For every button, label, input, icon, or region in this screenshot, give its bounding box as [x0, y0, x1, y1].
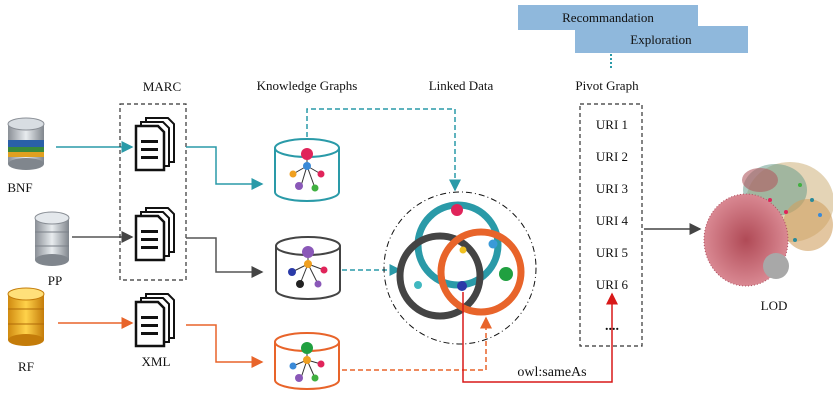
- pivot-uri-item: URI 1: [596, 117, 628, 132]
- heading-pivot-graph: Pivot Graph: [575, 78, 639, 93]
- marc-group-box: [119, 103, 187, 281]
- source-pp-label: PP: [48, 273, 62, 288]
- pivot-uri-item: URI 5: [596, 245, 628, 260]
- pivot-ellipsis: ....: [605, 319, 619, 334]
- pivot-uri-item: URI 4: [596, 213, 629, 228]
- lod-label: LOD: [761, 298, 788, 313]
- database-icon: [7, 287, 45, 346]
- exploration-label: Exploration: [630, 32, 692, 47]
- arrow-marc-kg2: [186, 237, 264, 278]
- graph-cylinder-icon: [275, 236, 341, 300]
- pivot-uri-item: URI 3: [596, 181, 628, 196]
- database-icon: [7, 117, 45, 170]
- pivot-uri-item: URI 2: [596, 149, 628, 164]
- document-stack-icon: [134, 207, 175, 262]
- graph-cylinder-icon: [274, 332, 340, 390]
- arrow-kg1-linked: [306, 108, 461, 192]
- document-stack-icon: [134, 117, 175, 172]
- recommendation-label: Recommandation: [562, 10, 654, 25]
- lod-cloud-icon: [703, 162, 833, 287]
- source-bnf-label: BNF: [7, 180, 32, 195]
- database-icon: [34, 211, 70, 266]
- heading-knowledge-graphs: Knowledge Graphs: [257, 78, 358, 93]
- document-stack-icon: [134, 293, 175, 348]
- arrow-xml-kg3: [186, 324, 264, 368]
- recommendation-box: [518, 5, 698, 30]
- format-xml-label: XML: [142, 354, 171, 369]
- owl-sameas-connector: [462, 292, 618, 383]
- pivot-uri-item: URI 6: [596, 277, 629, 292]
- owl-sameas-label: owl:sameAs: [517, 365, 586, 380]
- arrow-kg3-linked: [342, 316, 492, 371]
- exploration-box: [575, 26, 748, 53]
- arrow-marc-kg1: [186, 146, 264, 190]
- graph-cylinder-icon: [274, 138, 340, 202]
- heading-linked-data: Linked Data: [429, 78, 494, 93]
- pivot-graph-box: [579, 103, 643, 347]
- source-rf-label: RF: [18, 359, 34, 374]
- heading-marc: MARC: [143, 79, 181, 94]
- top-banner: Recommandation Exploration: [518, 5, 748, 70]
- linked-data-venn: [383, 191, 537, 345]
